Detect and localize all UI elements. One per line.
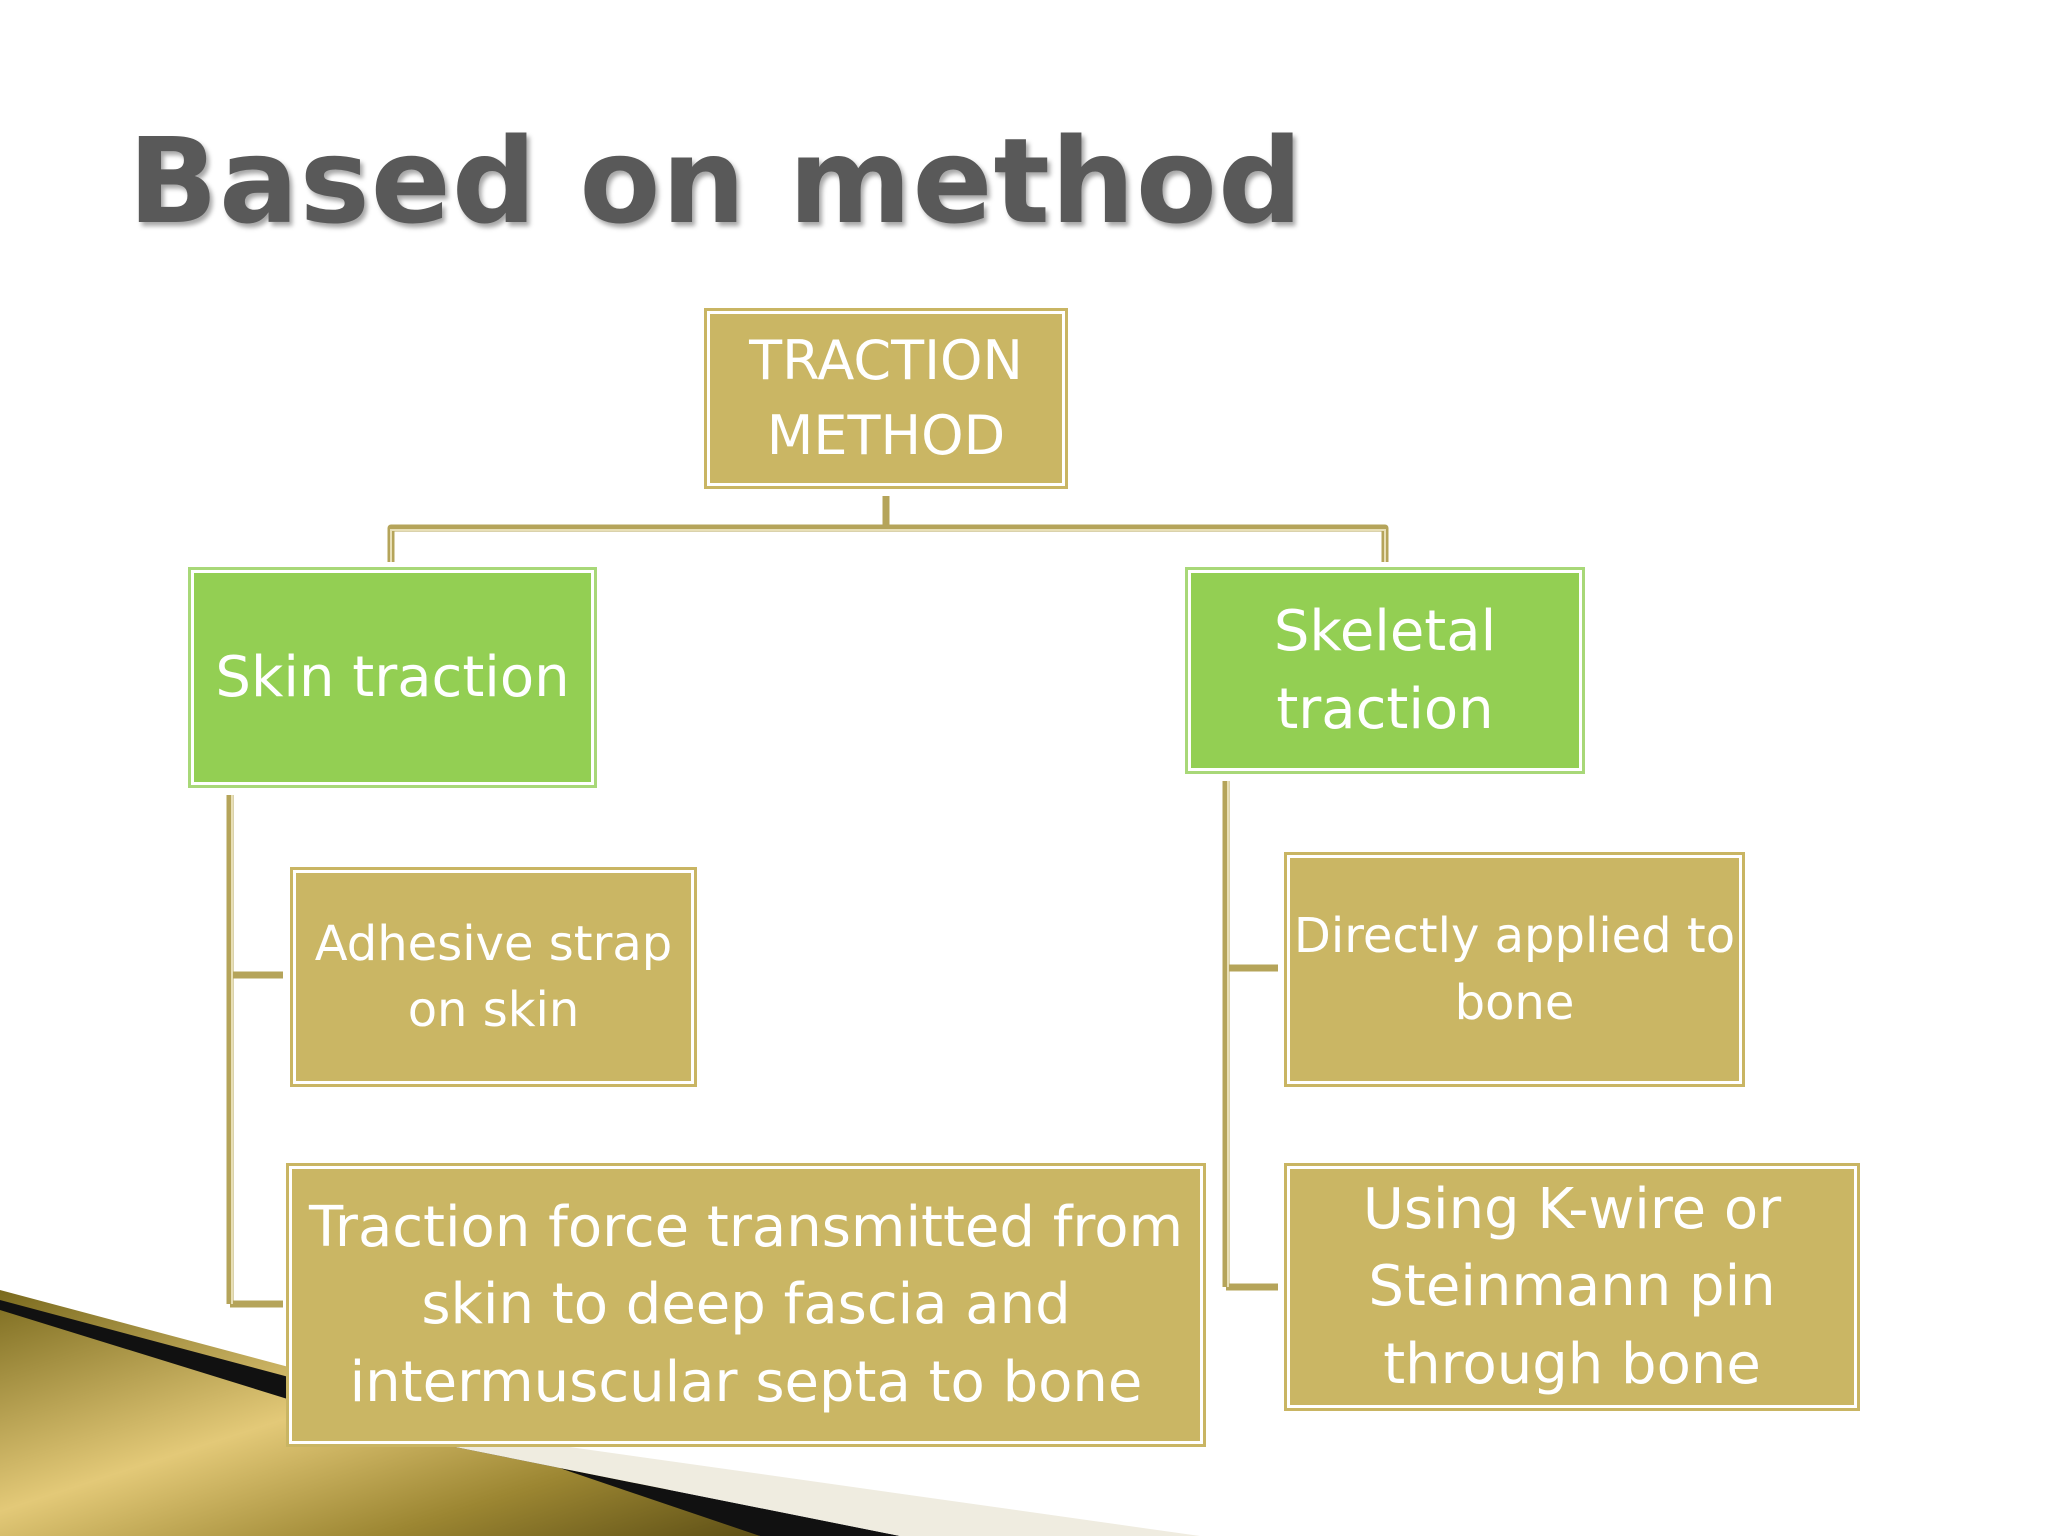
node-traction-method: TRACTION METHOD [704, 308, 1068, 489]
node-adhesive-strap: Adhesive strap on skin [290, 867, 697, 1087]
slide-title: Based on method [128, 112, 1304, 250]
node-skin-traction: Skin traction [188, 567, 597, 788]
node-k-wire-steinmann-pin: Using K-wire or Steinmann pin through bo… [1284, 1163, 1860, 1411]
node-traction-force-transmitted: Traction force transmitted from skin to … [286, 1163, 1206, 1447]
node-directly-applied-to-bone: Directly applied to bone [1284, 852, 1745, 1087]
node-skeletal-traction: Skeletal traction [1185, 567, 1585, 774]
